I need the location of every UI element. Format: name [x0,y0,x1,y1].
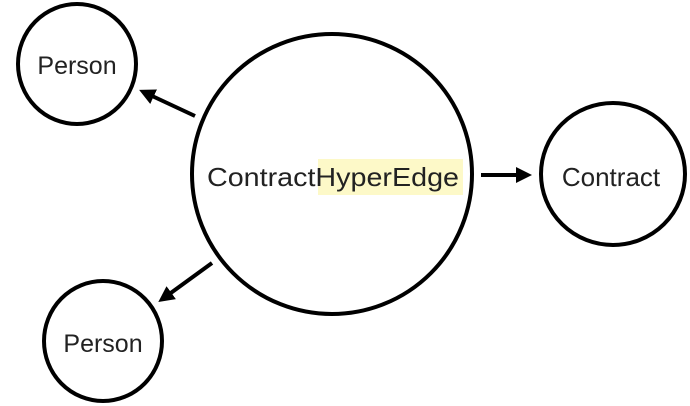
node-person-top: Person [16,2,138,126]
arrow-to-person-top [139,89,196,118]
contract-label: Contract [562,162,661,192]
person-top-label: Person [37,52,116,80]
node-contract: Contract [539,101,687,247]
person-bottom-label: Person [63,330,142,358]
arrow-to-person-bottom [158,261,214,303]
highlight [318,159,463,195]
node-person-bottom: Person [42,279,164,403]
